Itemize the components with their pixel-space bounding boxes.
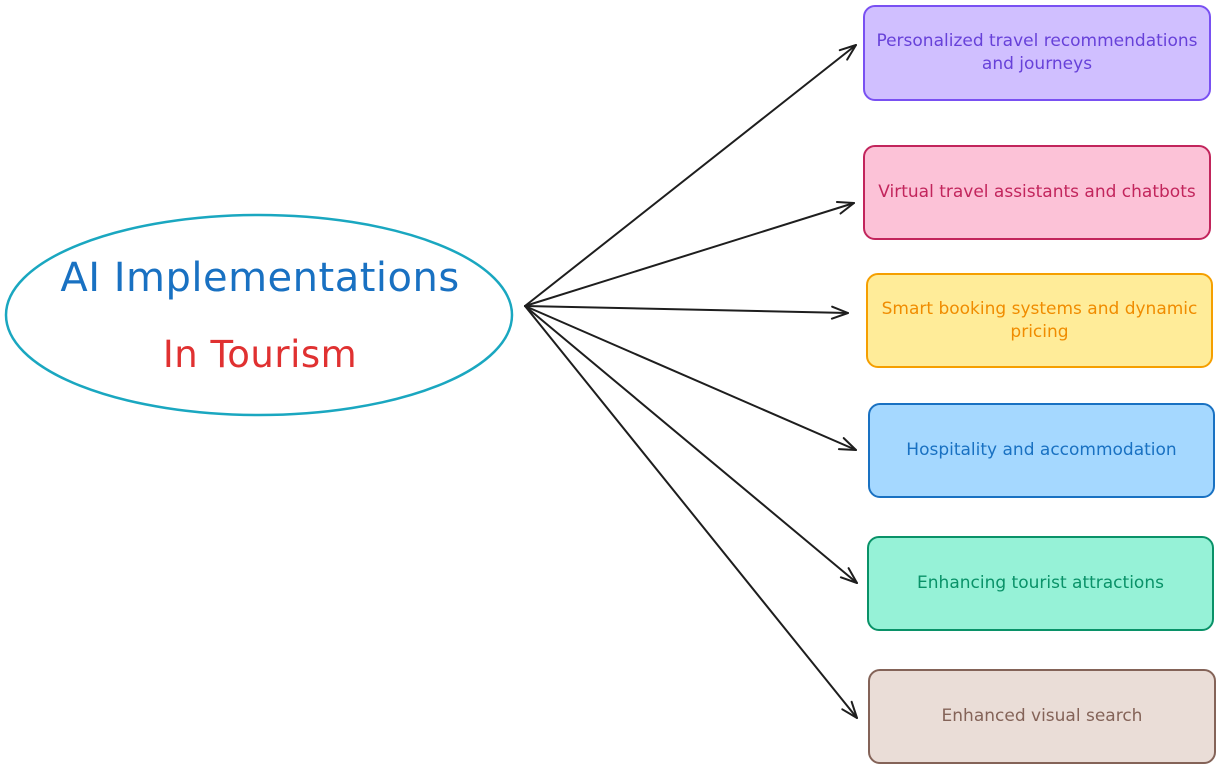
- center-subtitle: In Tourism: [162, 333, 358, 376]
- node-label: Enhanced visual search: [941, 706, 1143, 727]
- arrowhead: [835, 201, 855, 215]
- node-visual-search[interactable]: Enhanced visual search: [868, 669, 1216, 764]
- arrowhead: [838, 44, 857, 61]
- arrowhead: [841, 700, 858, 719]
- node-label: Hospitality and accommodation: [906, 440, 1177, 461]
- arrowhead: [830, 305, 849, 320]
- arrow-2: [524, 305, 849, 320]
- node-hospitality[interactable]: Hospitality and accommodation: [868, 403, 1215, 498]
- center-ellipse: [4, 213, 514, 417]
- node-virtual-assistants[interactable]: Virtual travel assistants and chatbots: [863, 145, 1211, 240]
- node-label: Virtual travel assistants and chatbots: [878, 182, 1196, 203]
- center-title: AI Implementations: [60, 255, 460, 301]
- arrow-3: [524, 305, 857, 451]
- node-label: Smart booking systems and dynamic pricin…: [881, 298, 1198, 342]
- node-label: Personalized travel recommendations and …: [876, 31, 1198, 74]
- node-smart-booking[interactable]: Smart booking systems and dynamic pricin…: [866, 273, 1213, 368]
- arrows-layer: [524, 44, 858, 719]
- arrowhead: [837, 437, 857, 451]
- arrow-4: [524, 305, 858, 584]
- arrow-1: [524, 201, 855, 307]
- node-personalized-recommendations[interactable]: Personalized travel recommendations and …: [863, 5, 1211, 101]
- node-tourist-attractions[interactable]: Enhancing tourist attractions: [867, 536, 1214, 631]
- arrow-5: [524, 305, 858, 719]
- arrow-0: [524, 44, 857, 307]
- arrowhead: [839, 567, 858, 584]
- node-label: Enhancing tourist attractions: [917, 573, 1164, 594]
